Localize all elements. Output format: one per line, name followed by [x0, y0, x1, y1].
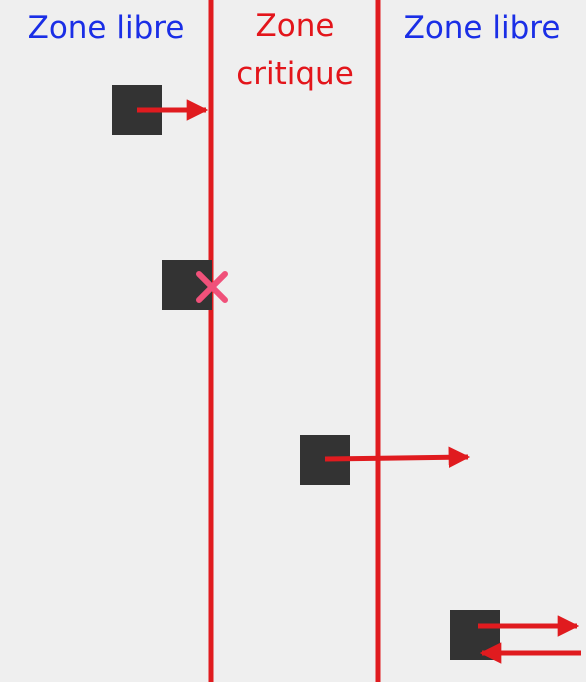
right-zone-label: Zone libre	[403, 10, 561, 46]
critical-zone-label-line2: critique	[236, 56, 354, 92]
arrow-3-right	[324, 446, 471, 469]
cross-icon	[196, 271, 228, 303]
critical-zone-label: Zone critique	[212, 2, 378, 98]
block-2	[162, 260, 212, 310]
critical-zone-label-line1: Zone	[255, 8, 335, 44]
left-zone-label: Zone libre	[27, 10, 185, 46]
